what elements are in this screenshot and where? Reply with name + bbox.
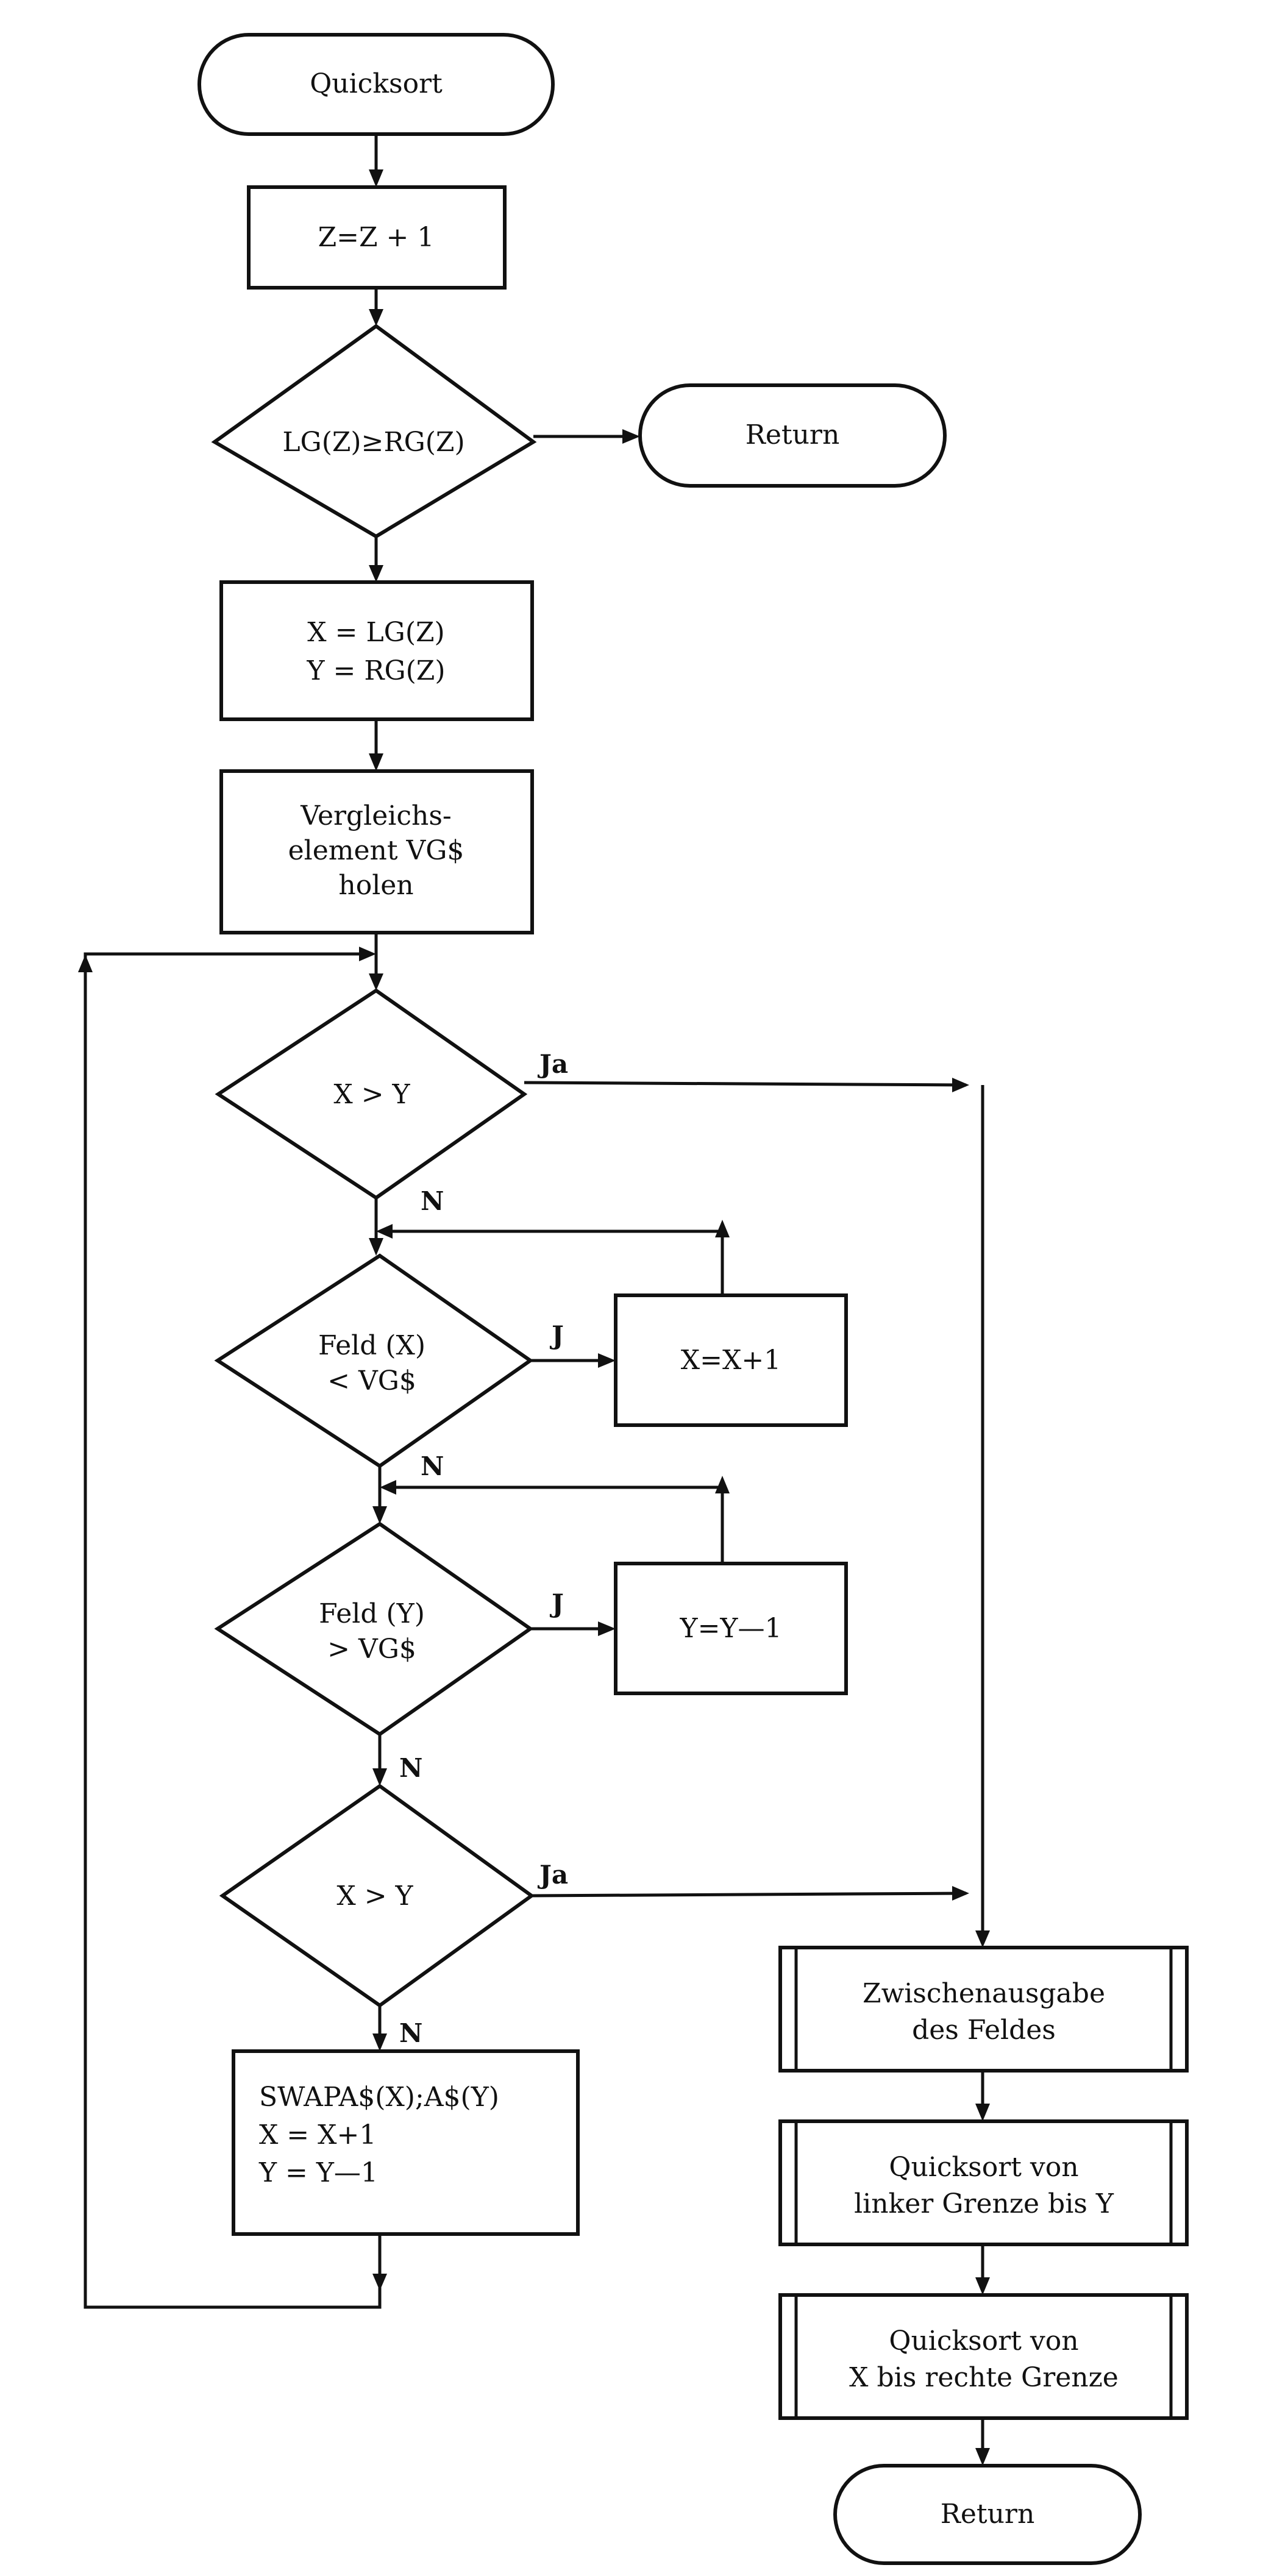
arrow-head — [372, 1506, 387, 1524]
left-compare-label-2: < VG$ — [327, 1365, 416, 1397]
intermediate-output-subprocess: Zwischenausgabe des Feldes — [778, 1946, 1189, 2073]
arrow-head — [359, 947, 376, 961]
arrow-head — [376, 1224, 393, 1239]
label-yes-2: Ja — [537, 1860, 568, 1890]
arrow-head — [598, 1353, 616, 1368]
arrow-head — [78, 955, 93, 972]
arrow-head — [622, 429, 640, 444]
arrow-head — [975, 2448, 990, 2466]
fetch-pivot-label-3: holen — [338, 870, 413, 901]
label-no-1: N — [421, 1186, 444, 1216]
x-gt-y-label-1: X > Y — [333, 1079, 410, 1110]
return-terminal-2: Return — [833, 2464, 1142, 2565]
arrow-head — [598, 1621, 616, 1636]
arrow-head — [715, 1476, 730, 1493]
arrow-head — [372, 2033, 387, 2051]
label-no-right: N — [399, 1753, 422, 1783]
arrow-head — [715, 1220, 730, 1237]
dec-y-label: Y=Y—1 — [680, 1613, 782, 1644]
arrow-head — [975, 2277, 990, 2295]
edge-xgty2-yes — [531, 1891, 967, 1898]
arrow-head — [952, 1886, 969, 1901]
arrow-head — [372, 1768, 387, 1786]
fetch-pivot-label-1: Vergleichs- — [300, 800, 452, 831]
right-compare-decision: Feld (Y) > VG$ — [214, 1521, 534, 1737]
sort-right-label-1: Quicksort von — [889, 2325, 1078, 2357]
right-compare-label-2: > VG$ — [327, 1634, 416, 1665]
sort-left-label-1: Quicksort von — [889, 2152, 1078, 2183]
arrow-head — [975, 2104, 990, 2121]
edge-labels: Ja N J N J N Ja N — [399, 1049, 568, 2048]
arrow-head — [369, 565, 383, 582]
label-yes-left: J — [549, 1320, 564, 1350]
sort-right-label-2: X bis rechte Grenze — [849, 2362, 1119, 2393]
increment-label: Z=Z + 1 — [318, 222, 435, 253]
arrow-head — [372, 2274, 387, 2291]
intermediate-output-label-2: des Feldes — [912, 2015, 1056, 2046]
label-no-2: N — [399, 2018, 422, 2048]
x-gt-y-decision-2: X > Y — [219, 1784, 535, 2008]
arrow-head — [952, 1078, 969, 1092]
x-gt-y-label-2: X > Y — [336, 1880, 413, 1912]
left-compare-decision: Feld (X) < VG$ — [214, 1253, 534, 1468]
label-yes-1: Ja — [537, 1049, 568, 1079]
swap-label-3: Y = Y—1 — [258, 2157, 378, 2188]
edge-incx-loop — [390, 1229, 724, 1295]
init-process: X = LG(Z) Y = RG(Z) — [219, 580, 534, 721]
arrow-head — [369, 169, 383, 187]
sort-left-subprocess: Quicksort von linker Grenze bis Y — [778, 2119, 1189, 2246]
increment-process: Z=Z + 1 — [247, 185, 507, 290]
fetch-pivot-process: Vergleichs- element VG$ holen — [219, 769, 534, 934]
return-label-1: Return — [746, 419, 840, 450]
label-yes-right: J — [549, 1589, 564, 1618]
sort-right-subprocess: Quicksort von X bis rechte Grenze — [778, 2293, 1189, 2420]
arrow-head — [369, 309, 383, 326]
init-label-2: Y = RG(Z) — [306, 655, 445, 686]
arrow-head — [975, 1930, 990, 1948]
inc-x-label: X=X+1 — [681, 1345, 781, 1376]
swap-label-1: SWAPA$(X);A$(Y) — [259, 2082, 499, 2113]
left-compare-label-1: Feld (X) — [318, 1330, 425, 1361]
swap-process: SWAPA$(X);A$(Y) X = X+1 Y = Y—1 — [232, 2049, 580, 2236]
edge-decy-loop — [394, 1485, 724, 1564]
x-gt-y-decision-1: X > Y — [215, 988, 528, 1200]
edge-xgty1-yes — [524, 1081, 967, 1087]
arrow-head — [369, 973, 383, 991]
label-no-left: N — [421, 1451, 444, 1481]
right-compare-label-1: Feld (Y) — [319, 1598, 425, 1629]
dec-y-process: Y=Y—1 — [614, 1562, 848, 1695]
swap-label-2: X = X+1 — [259, 2119, 376, 2151]
intermediate-output-label-1: Zwischenausgabe — [863, 1978, 1105, 2009]
bounds-decision: LG(Z)≥RG(Z) — [211, 324, 537, 539]
arrow-head — [369, 1238, 383, 1256]
inc-x-process: X=X+1 — [614, 1293, 848, 1427]
start-terminal: Quicksort — [198, 33, 555, 136]
init-label-1: X = LG(Z) — [307, 617, 444, 648]
arrow-head — [380, 1480, 396, 1495]
start-label: Quicksort — [310, 68, 443, 99]
bounds-decision-label: LG(Z)≥RG(Z) — [282, 427, 464, 458]
arrow-head — [369, 753, 383, 771]
return-terminal-1: Return — [638, 383, 947, 488]
sort-left-label-2: linker Grenze bis Y — [854, 2188, 1114, 2219]
fetch-pivot-label-2: element VG$ — [288, 835, 464, 866]
return-label-2: Return — [941, 2499, 1035, 2530]
connectors — [78, 134, 990, 2466]
